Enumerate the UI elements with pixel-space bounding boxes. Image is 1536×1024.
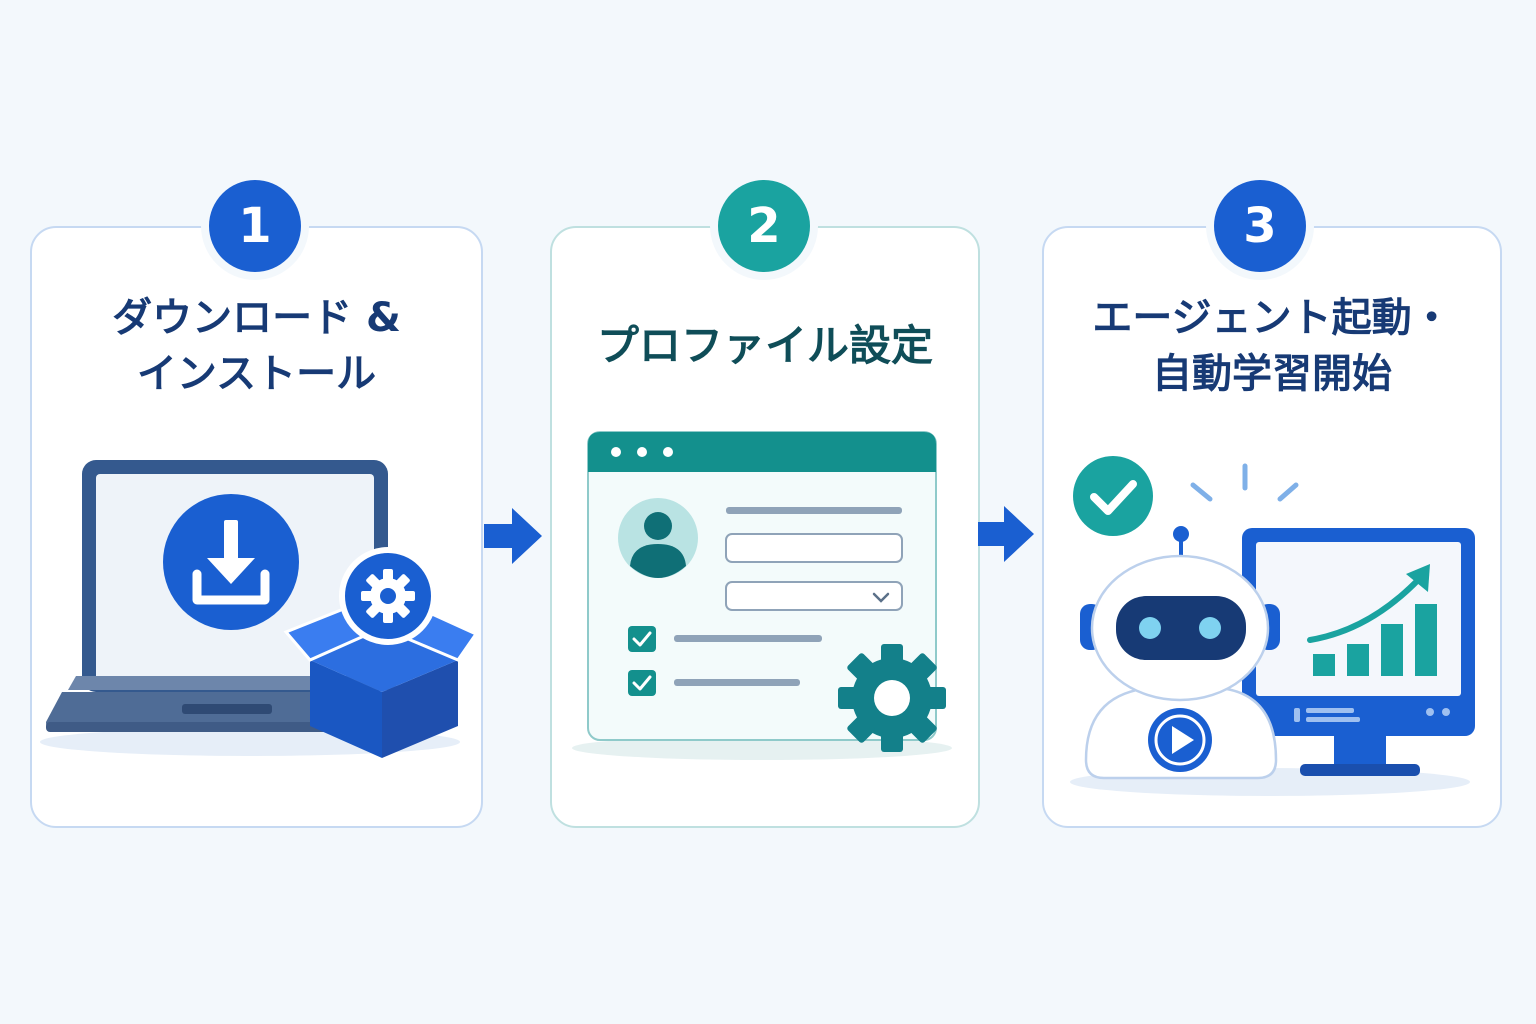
arrow-right-icon [978,506,1034,562]
step-3-title-line-1: エージェント起動・ [1092,295,1452,341]
step-1-title: ダウンロード & インストール [30,290,483,402]
step-2-card [550,226,980,828]
step-1-title-line-2: インストール [136,351,377,397]
arrow-right-icon [484,508,542,564]
step-1-number-badge: 1 [209,180,301,272]
step-3-title: エージェント起動・ 自動学習開始 [1042,290,1502,402]
step-3-number-badge: 3 [1214,180,1306,272]
step-2-title: プロファイル設定 [550,318,980,374]
step-3-title-line-2: 自動学習開始 [1152,351,1392,397]
step-2-title-line-1: プロファイル設定 [596,321,933,370]
step-2-number-badge: 2 [718,180,810,272]
step-1-title-line-1: ダウンロード & [112,295,401,341]
